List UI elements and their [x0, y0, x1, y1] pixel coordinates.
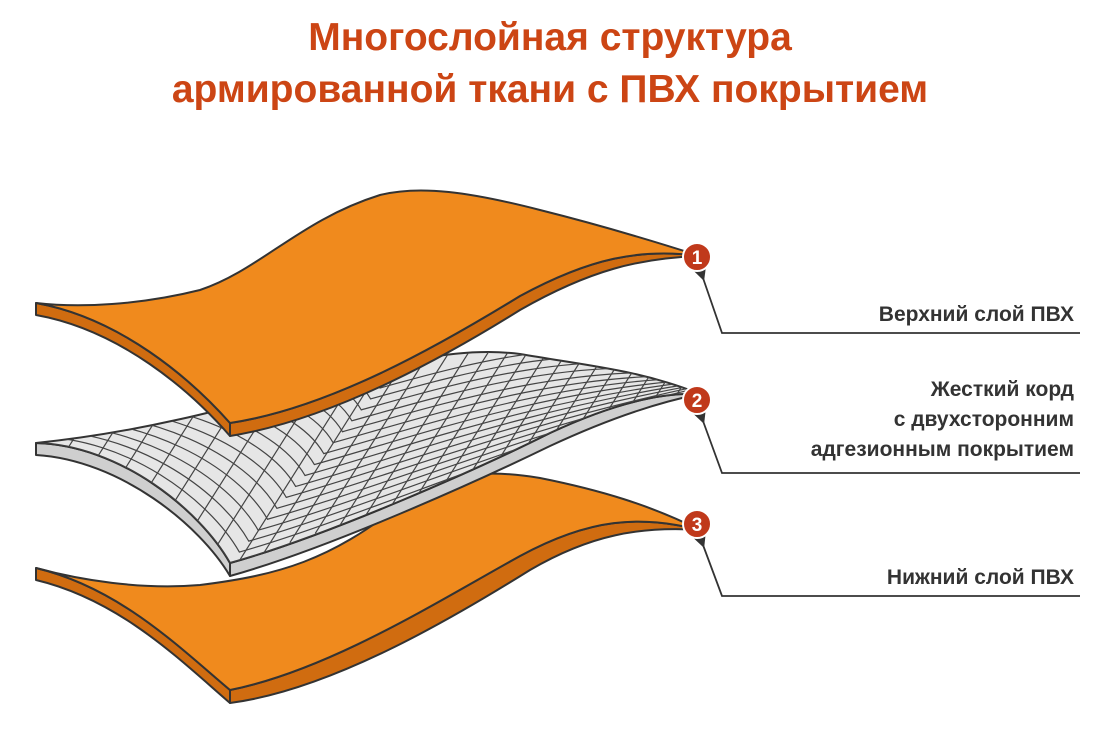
badge-3-number: 3	[692, 515, 703, 536]
badge-1-number: 1	[692, 248, 703, 269]
cord-weft-line	[65, 351, 700, 389]
cord-warp-line	[416, 351, 538, 497]
leader-line-3	[690, 530, 1080, 597]
cord-warp-line	[340, 351, 462, 525]
cord-warp-line	[492, 351, 614, 470]
cord-warp-line	[670, 351, 700, 405]
badge-1: 1	[682, 242, 712, 272]
title-line-2: армированной ткани с ПВХ покрытием	[171, 68, 929, 111]
badge-3: 3	[682, 509, 712, 539]
label-top-pvc: Верхний слой ПВХ	[879, 300, 1074, 330]
label-cord-line-1: Жесткий корд	[930, 378, 1074, 401]
label-bottom-pvc-line-1: Нижний слой ПВХ	[886, 566, 1074, 589]
bottom-pvc-surface	[35, 472, 701, 691]
cord-warp-line	[695, 351, 700, 396]
cord-warp-line	[619, 351, 700, 424]
label-bottom-pvc: Нижний слой ПВХ	[887, 563, 1074, 593]
label-cord-line-3: адгезионным покрытием	[810, 438, 1074, 461]
leader-line-1	[691, 263, 1080, 334]
badge-2-number: 2	[692, 391, 703, 412]
leader-lines	[690, 263, 1080, 597]
cord-warp-line	[593, 351, 700, 433]
cord-warp-line	[467, 351, 589, 479]
label-top-pvc-line-1: Верхний слой ПВХ	[878, 303, 1074, 326]
cord-warp-line	[289, 352, 411, 544]
title-line-1: Многослойная структура	[308, 16, 792, 59]
top-pvc-layer	[35, 189, 701, 437]
diagram-title: Многослойная структура армированной ткан…	[0, 12, 1100, 116]
badge-2: 2	[682, 385, 712, 415]
cord-warp-line	[314, 351, 436, 534]
bottom-pvc-layer	[35, 472, 701, 704]
top-pvc-surface	[35, 189, 701, 424]
cord-warp-line	[441, 351, 563, 488]
cord-warp-line	[517, 351, 639, 460]
label-cord-line-2: с двухсторонним	[893, 408, 1074, 431]
cord-warp-line	[365, 351, 487, 516]
cord-weft-line	[41, 388, 700, 531]
label-cord: Жесткий корд с двухсторонним адгезионным…	[811, 375, 1074, 465]
cord-warp-line	[390, 351, 512, 507]
cord-warp-line	[568, 351, 690, 442]
leader-line-2	[690, 406, 1080, 474]
